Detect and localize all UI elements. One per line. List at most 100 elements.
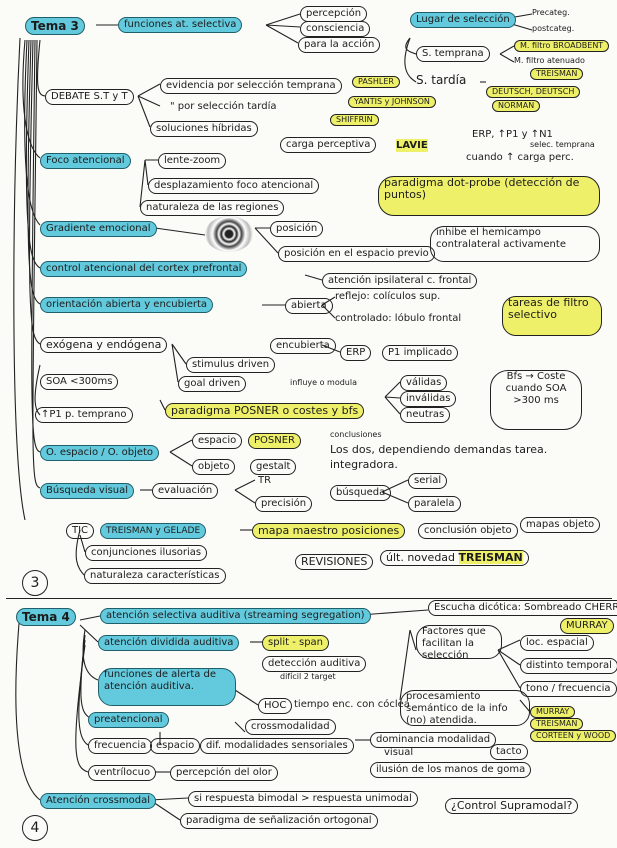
- node-div-auditiva: atención dividida auditiva: [98, 635, 239, 651]
- node-invalidas: inválidas: [400, 391, 456, 407]
- node-objeto: objeto: [192, 459, 235, 475]
- node-ult-novedad: últ. novedad TREISMAN: [380, 550, 529, 566]
- tema3-title: Tema 3: [25, 17, 85, 35]
- node-lugar: Lugar de selección: [410, 12, 516, 28]
- node-conclusion-objeto: conclusión objeto: [418, 523, 518, 539]
- node-posicion: posición: [270, 221, 323, 237]
- node-control-prefrontal: control atencional del cortex prefrontal: [40, 261, 247, 277]
- node-orientacion: orientación abierta y encubierta: [40, 297, 213, 313]
- node-factores: Factores que facilitan la selección: [416, 625, 502, 659]
- node-goal: goal driven: [178, 376, 246, 392]
- section-number-3: 3: [22, 570, 48, 596]
- node-o-espacio: O. espacio / O. objeto: [40, 445, 159, 461]
- node-murray-b: MURRAY: [530, 706, 575, 718]
- node-evidencia-temprana: evidencia por selección temprana: [160, 78, 342, 94]
- node-pashler: PASHLER: [352, 76, 400, 88]
- node-hoc: HOC: [258, 698, 292, 714]
- node-treisman-t4: TREISMAN: [530, 718, 583, 730]
- text-influye: influye o modula: [290, 378, 357, 388]
- node-inhibe: inhibe el hemicampo contralateral activa…: [430, 226, 600, 262]
- node-escucha: Escucha dicótica: Sombreado CHERRY: [428, 600, 617, 616]
- text-evidencia-tardia: " por selección tardía: [170, 100, 276, 113]
- node-lente: lente-zoom: [158, 153, 226, 169]
- node-soa: SOA <300ms: [40, 374, 118, 390]
- text-tiempo-enc: tiempo enc. con cóclea: [294, 698, 410, 711]
- node-tacto: tacto: [490, 744, 528, 760]
- node-espacio4: espacio: [150, 738, 200, 754]
- node-evaluacion: evaluación: [152, 483, 218, 499]
- node-naturaleza-caract: naturaleza características: [84, 568, 226, 584]
- node-preatencional: preatencional: [88, 712, 169, 728]
- node-p1-implicado: P1 implicado: [382, 345, 458, 361]
- text-erp-sub: selec. temprana: [530, 140, 595, 150]
- text-tr: TR: [258, 474, 271, 487]
- text-precategorical: Precateg.: [532, 8, 570, 18]
- node-frecuencia: frecuencia: [88, 738, 152, 754]
- node-deteccion: detección auditiva: [262, 656, 366, 672]
- node-norman: NORMAN: [492, 100, 540, 112]
- node-crossmodal: Atención crossmodal: [40, 793, 156, 809]
- node-crossmodalidad: crossmodalidad: [245, 719, 336, 735]
- text-lavie: LAVIE: [396, 139, 428, 152]
- node-carga: carga perceptiva: [280, 137, 376, 153]
- node-desplazamiento: desplazamiento foco atencional: [148, 178, 319, 194]
- node-revisiones: REVISIONES: [295, 554, 373, 570]
- node-foco: Foco atencional: [40, 153, 131, 169]
- node-mapas-objeto: mapas objeto: [520, 517, 600, 533]
- text-conclusiones-head: conclusiones: [330, 430, 382, 440]
- node-sel-auditiva: atención selectiva auditiva (streaming s…: [100, 608, 371, 624]
- text-s-tardia: S. tardía: [416, 74, 466, 87]
- node-yantis: YANTIS y JOHNSON: [348, 96, 436, 108]
- tema4-title: Tema 4: [16, 608, 76, 626]
- node-posicion-espacio: posición en el espacio previo: [278, 246, 435, 262]
- node-soluciones: soluciones híbridas: [150, 121, 258, 137]
- node-treisman-gelade: TREISMAN y GELADE: [100, 523, 206, 539]
- text-treisman-b: TREISMAN: [459, 551, 523, 564]
- node-exogena: exógena y endógena: [40, 337, 167, 353]
- node-procesamiento: procesamiento semántico de la info (no) …: [400, 690, 530, 726]
- node-paradigma-dot: paradigma dot-probe (detección de puntos…: [378, 176, 600, 216]
- node-funciones: funciones at. selectiva: [118, 17, 242, 33]
- node-distinto-temporal: distinto temporal: [520, 658, 617, 674]
- node-ventrilocuo: ventrílocuo: [88, 765, 156, 781]
- node-treisman-top: TREISMAN: [530, 68, 583, 80]
- node-espacio: espacio: [192, 433, 242, 449]
- section-number-4: 4: [22, 815, 48, 841]
- node-corteen: CORTEEN y WOOD: [530, 730, 616, 742]
- spiral-drawing: [205, 216, 253, 252]
- text-reflejo: reflejo: colículos sup.: [335, 290, 440, 303]
- text-ult-novedad: últ. novedad: [386, 551, 455, 564]
- node-gestalt: gestalt: [250, 459, 296, 475]
- node-tono: tono / frecuencia: [520, 681, 617, 697]
- node-busqueda: Búsqueda visual: [40, 483, 134, 499]
- node-precision: precisión: [255, 496, 312, 512]
- node-encubierta: encubierta: [270, 338, 336, 354]
- node-tic: TIC: [66, 523, 94, 539]
- node-posner: paradigma POSNER o costes y bfs: [165, 403, 364, 419]
- node-busqueda2: búsqueda: [330, 485, 391, 501]
- node-bfs-coste: Bfs → Coste cuando SOA >300 ms: [490, 370, 582, 430]
- node-atencion-ipsilateral: atención ipsilateral c. frontal: [322, 273, 477, 289]
- node-percepcion-olor: percepción del olor: [170, 765, 278, 781]
- node-gradiente: Gradiente emocional: [40, 221, 157, 237]
- text-controlado: controlado: lóbulo frontal: [335, 312, 461, 325]
- text-conclusiones: Los dos, dependiendo demandas tarea. int…: [330, 442, 580, 472]
- node-p1-temprano: ↑P1 p. temprano: [35, 407, 133, 423]
- text-dificil: difícil 2 target: [280, 672, 336, 682]
- node-s-temprana: S. temprana: [416, 46, 490, 62]
- node-funciones-alerta: funciones de alerta de atención auditiva…: [98, 668, 236, 706]
- node-percepcion: percepción: [300, 6, 367, 22]
- node-abierta: abierta: [285, 298, 333, 314]
- section-divider: [6, 598, 612, 599]
- text-postcategorical: postcateg.: [532, 24, 574, 34]
- node-conjunciones: conjunciones ilusorias: [85, 545, 207, 561]
- node-ilusion: ilusión de los manos de goma: [370, 762, 531, 778]
- node-stimulus: stimulus driven: [186, 357, 275, 373]
- node-paradigma-senal: paradigma de señalización ortogonal: [180, 813, 378, 829]
- node-naturaleza-regiones: naturaleza de las regiones: [140, 200, 284, 216]
- node-erp-small: ERP: [340, 345, 371, 361]
- node-deutsch: DEUTSCH, DEUTSCH: [486, 86, 580, 98]
- node-serial: serial: [408, 473, 447, 489]
- node-paralela: paralela: [408, 496, 461, 512]
- node-control-supra: ¿Control Supramodal?: [445, 798, 578, 814]
